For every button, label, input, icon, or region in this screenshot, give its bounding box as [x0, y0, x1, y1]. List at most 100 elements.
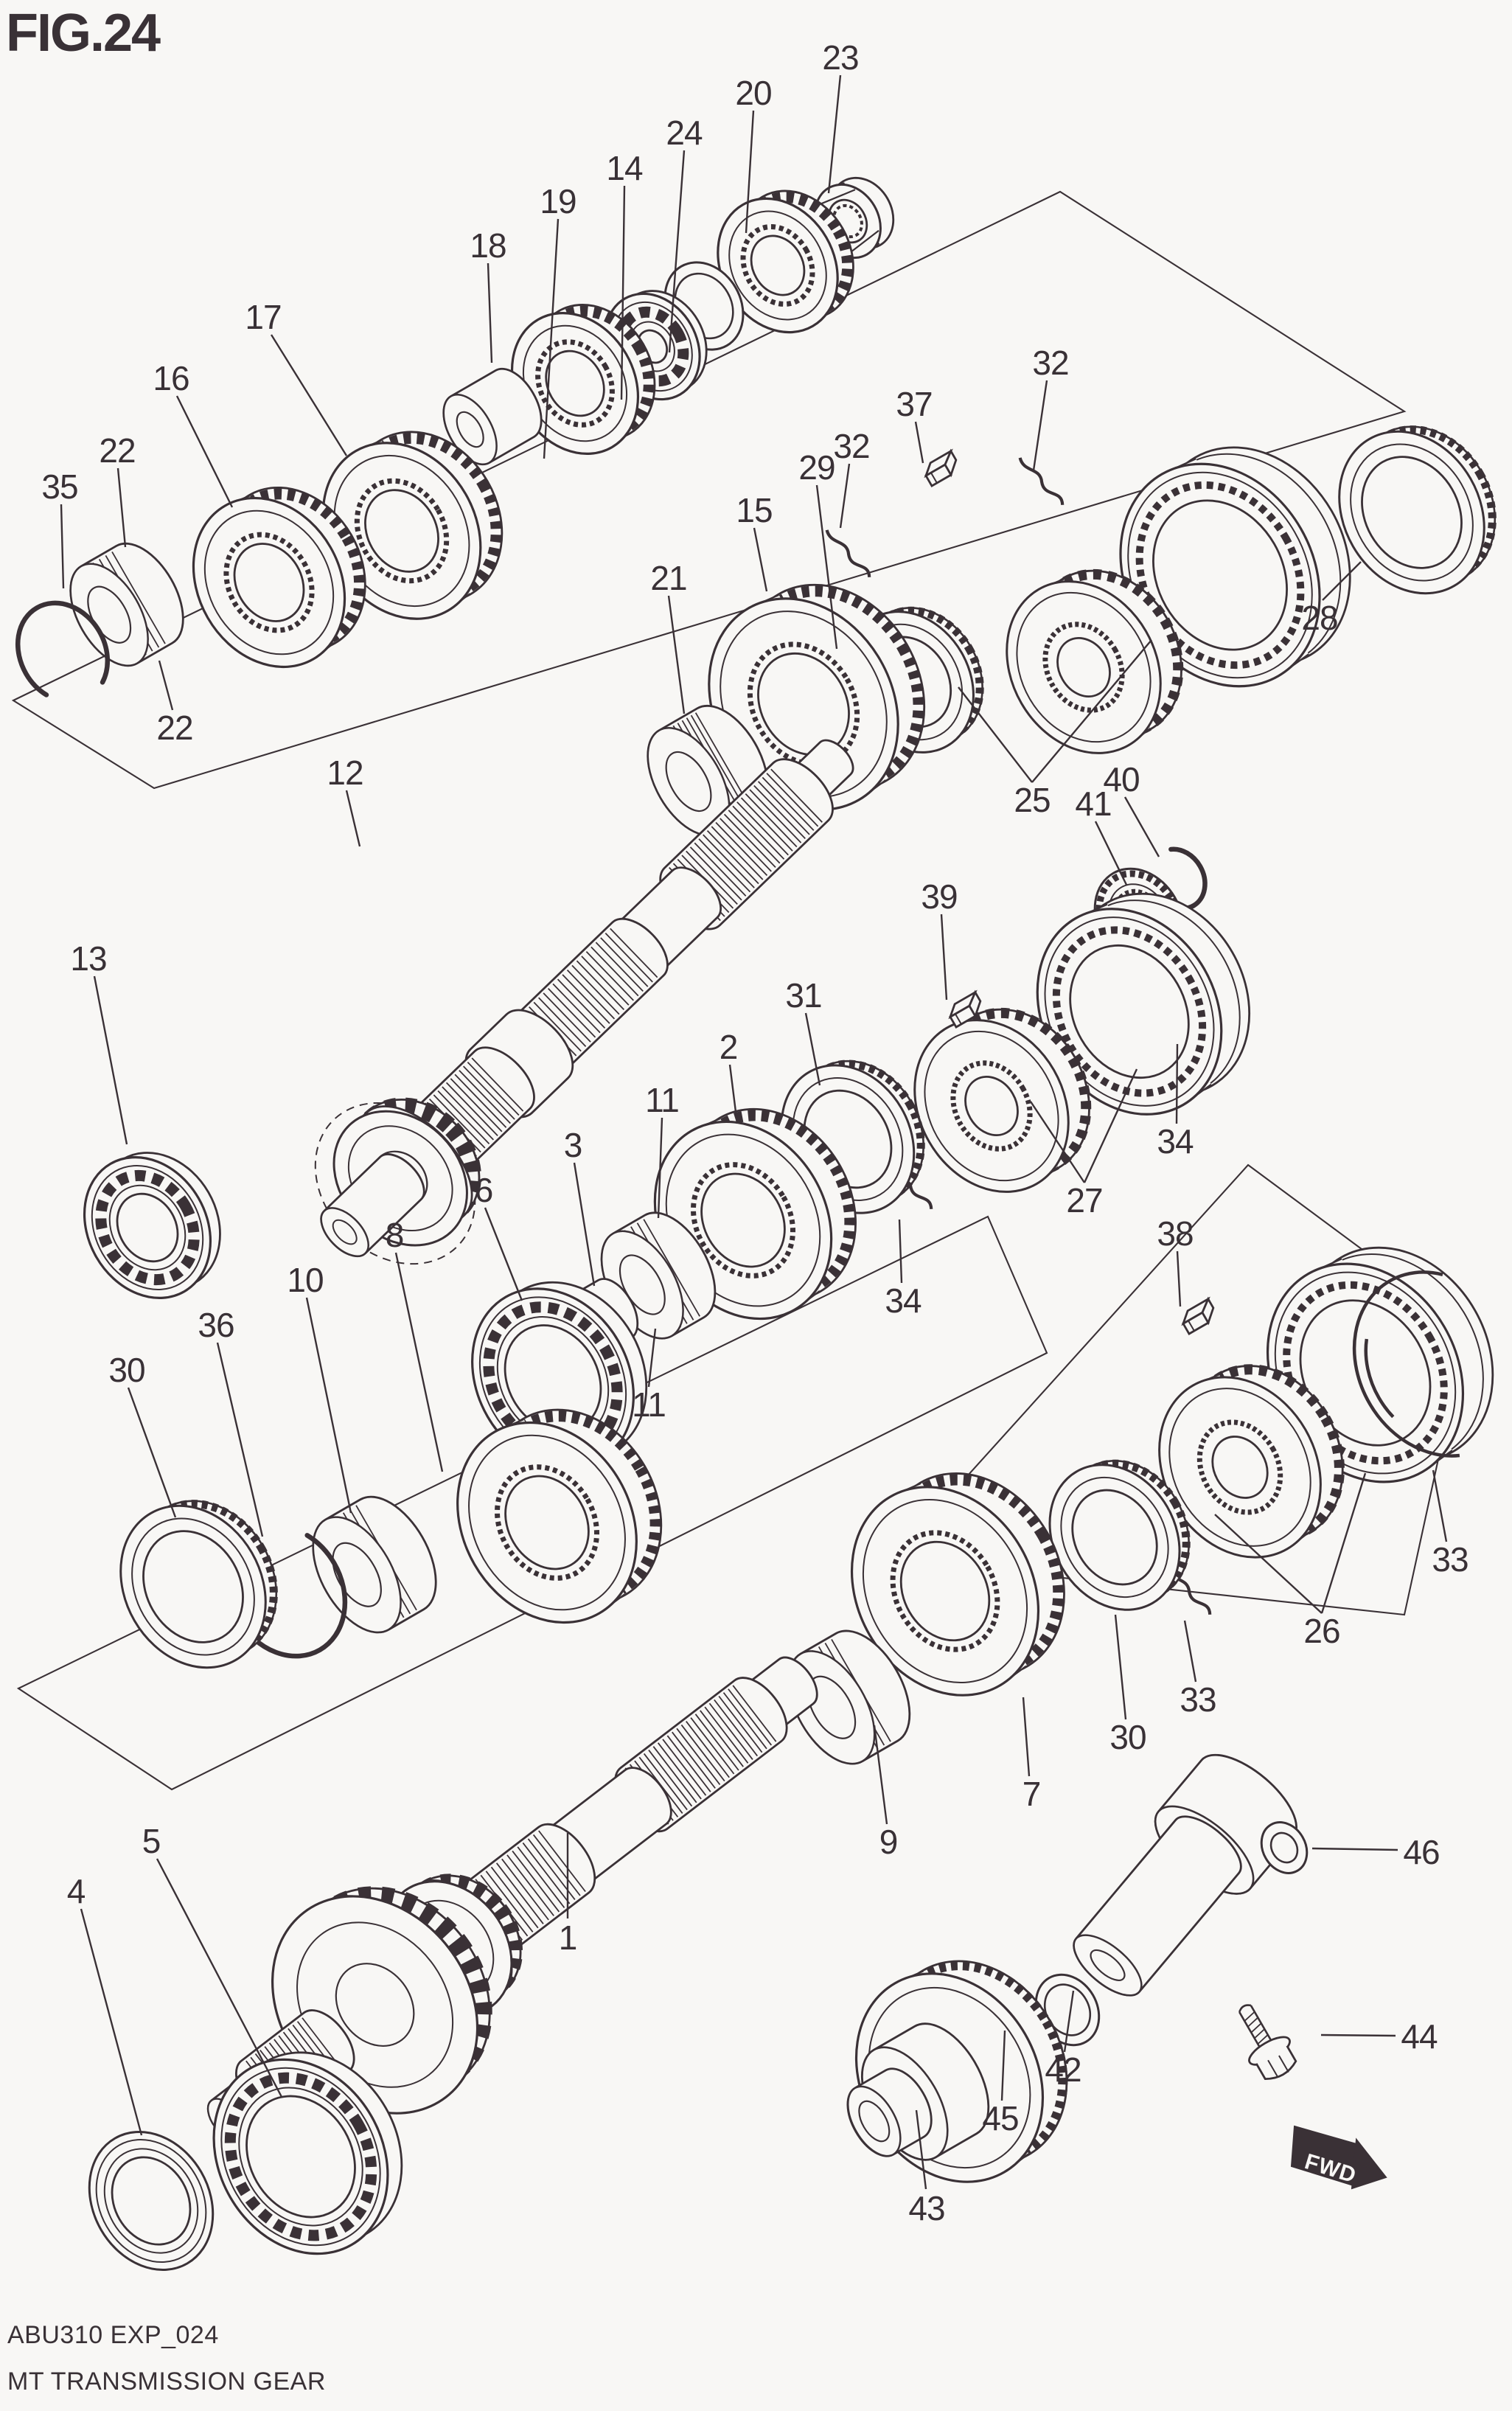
leader-line [1000, 2030, 1006, 2101]
figure-name: MT TRANSMISSION GEAR [7, 2367, 326, 2396]
leader-line [487, 262, 493, 363]
leader-line [270, 334, 348, 456]
part-number-34: 34 [885, 1281, 922, 1320]
part-number-33: 33 [1180, 1680, 1216, 1719]
part-number-3: 3 [564, 1126, 582, 1164]
part-number-37: 37 [896, 385, 932, 423]
part-number-19: 19 [540, 182, 576, 220]
part-seal [88, 2131, 215, 2271]
part-number-44: 44 [1401, 2017, 1438, 2056]
figure-code: ABU310 EXP_024 [7, 2321, 219, 2349]
callout-44: 44 [1320, 2017, 1438, 2056]
part-number-7: 7 [1022, 1775, 1041, 1813]
callout-32: 32 [1032, 344, 1070, 471]
leader-line [127, 1387, 177, 1518]
callout-26: 26 [1214, 1472, 1367, 1650]
leader-line [93, 975, 128, 1145]
callout-16: 16 [153, 359, 234, 508]
callout-28: 28 [1301, 561, 1362, 637]
part-number-16: 16 [153, 359, 189, 397]
part-number-30: 30 [108, 1351, 144, 1389]
callout-22: 22 [99, 431, 136, 548]
part-ball [212, 2051, 403, 2255]
leader-line [1183, 1620, 1197, 1683]
part-number-18: 18 [470, 226, 506, 265]
part-gear [510, 304, 656, 455]
callout-8: 8 [386, 1216, 444, 1472]
part-number-30: 30 [1109, 1718, 1146, 1756]
part-gear [708, 583, 926, 811]
callout-31: 31 [785, 976, 823, 1086]
callout-18: 18 [470, 226, 507, 363]
callout-6: 6 [475, 1171, 523, 1301]
leader-line [543, 218, 560, 459]
callout-13: 13 [70, 939, 128, 1145]
part-number-29: 29 [798, 448, 835, 487]
callout-5: 5 [142, 1822, 283, 2098]
callout-38: 38 [1157, 1214, 1194, 1307]
leader-line [815, 484, 838, 650]
callout-46: 46 [1311, 1833, 1440, 1871]
leader-line [1311, 1847, 1398, 1851]
callout-33: 33 [1180, 1620, 1217, 1719]
part-number-43: 43 [908, 2189, 944, 2227]
leader-line [668, 150, 686, 353]
leader-line [80, 1908, 143, 2136]
part-number-27: 27 [1066, 1181, 1102, 1220]
leader-line [305, 1297, 352, 1514]
part-number-35: 35 [41, 467, 77, 506]
part-gear [717, 189, 854, 334]
part-key [1181, 1296, 1215, 1335]
callout-21: 21 [650, 559, 688, 714]
part-shaft12 [314, 739, 854, 1265]
callout-41: 41 [1075, 784, 1128, 886]
callout-14: 14 [606, 149, 644, 400]
part-gear [653, 1107, 857, 1321]
part-number-22: 22 [99, 431, 135, 470]
leader-line [1322, 561, 1362, 601]
callout-2: 2 [720, 1028, 738, 1124]
leader-line [657, 1117, 663, 1219]
part-cyl [1073, 1753, 1298, 1997]
callout-4: 4 [67, 1872, 143, 2136]
part-number-11: 11 [645, 1081, 679, 1119]
part-snap [15, 600, 111, 705]
leader-line [116, 467, 127, 548]
part-number-21: 21 [650, 559, 686, 597]
part-number-14: 14 [606, 149, 643, 187]
callout-36: 36 [198, 1306, 264, 1537]
leader-line [753, 527, 768, 592]
part-number-42: 42 [1045, 2050, 1081, 2089]
leader-line [620, 185, 626, 400]
callout-37: 37 [896, 385, 933, 464]
part-number-45: 45 [982, 2099, 1018, 2137]
leader-line [1063, 1990, 1075, 2053]
leader-line [1214, 1514, 1323, 1614]
part-spring [1018, 457, 1065, 506]
callout-34: 34 [1157, 1043, 1194, 1161]
leader-line [728, 1064, 739, 1124]
callout-10: 10 [287, 1261, 352, 1514]
construction-border [16, 1215, 1048, 1791]
callout-24: 24 [666, 114, 703, 353]
callout-32: 32 [833, 427, 871, 529]
part-number-9: 9 [879, 1823, 898, 1861]
leader-line [345, 790, 361, 847]
leader-line [958, 686, 1033, 783]
callout-17: 17 [245, 298, 348, 456]
leader-line [839, 463, 851, 529]
callout-22: 22 [156, 660, 194, 747]
part-number-5: 5 [142, 1822, 161, 1860]
leader-line [484, 1207, 523, 1301]
part-number-36: 36 [198, 1306, 234, 1344]
part-number-4: 4 [67, 1872, 86, 1910]
part-key [948, 989, 982, 1029]
part-number-23: 23 [822, 38, 858, 77]
part-number-28: 28 [1301, 599, 1337, 637]
part-number-1: 1 [559, 1918, 577, 1957]
part-bolt [1238, 2004, 1297, 2080]
part-ring [1048, 1459, 1191, 1611]
leader-line [898, 1219, 903, 1284]
leader-line [573, 1162, 596, 1287]
callout-9: 9 [873, 1725, 898, 1861]
